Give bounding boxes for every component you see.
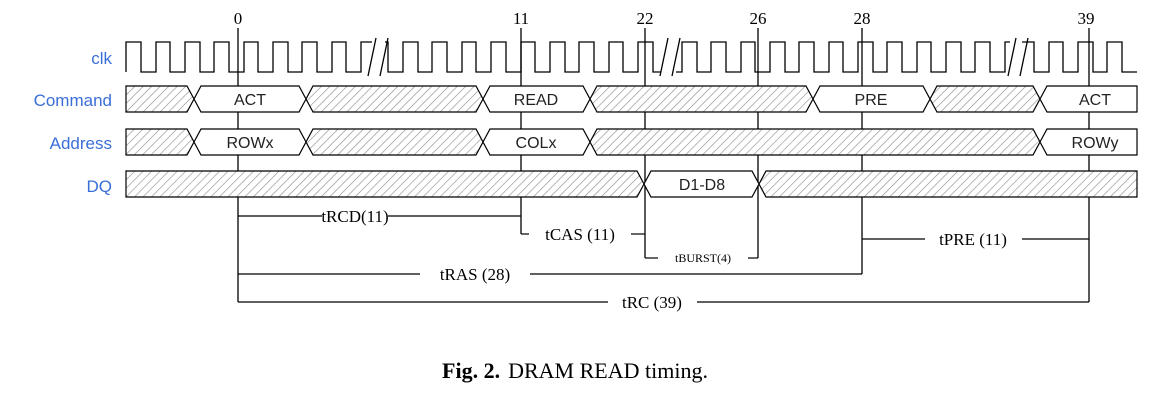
timing-diagram: clk Command Address DQ 0 11 22 26 28 39 … — [34, 9, 1138, 312]
command-dontcare-4 — [929, 85, 1041, 113]
clk-break-marks — [367, 37, 1029, 77]
figure-caption: Fig. 2. DRAM READ timing. — [0, 358, 1150, 384]
signal-label-clk: clk — [91, 49, 112, 68]
cycle-marker-22: 22 — [637, 9, 654, 28]
address-dontcare-3 — [589, 128, 1041, 156]
command-label-act2: ACT — [1079, 92, 1111, 109]
clk-break-2a — [659, 37, 669, 77]
cycle-marker-0: 0 — [234, 9, 243, 28]
clk-break-2b — [671, 37, 681, 77]
command-dontcare-3 — [589, 85, 814, 113]
dq-dontcare-2 — [758, 170, 1138, 198]
timing-label-trc: tRC (39) — [622, 293, 682, 312]
figure-caption-label: Fig. 2. — [442, 358, 501, 383]
signal-label-dq: DQ — [87, 177, 113, 196]
clk-break-3a — [1007, 37, 1017, 77]
timing-label-tpre: tPRE (11) — [939, 230, 1007, 249]
command-label-pre: PRE — [855, 92, 888, 109]
clk-break-1a — [367, 37, 377, 77]
cycle-marker-39: 39 — [1078, 9, 1095, 28]
command-label-act: ACT — [234, 92, 266, 109]
command-label-read: READ — [514, 92, 558, 109]
clk-break-3b — [1019, 37, 1029, 77]
timing-label-tcas: tCAS (11) — [545, 225, 615, 244]
timing-label-tras: tRAS (28) — [440, 265, 510, 284]
dq-label-data: D1-D8 — [679, 177, 725, 194]
dq-bus — [125, 170, 1138, 198]
address-label-rowx: ROWx — [226, 135, 273, 152]
clk-waveform — [125, 41, 1137, 73]
address-label-colx: COLx — [516, 135, 557, 152]
address-dontcare-1 — [125, 128, 195, 156]
address-bus — [125, 128, 1138, 156]
address-rowy-segment — [1039, 128, 1138, 156]
signal-label-address: Address — [50, 134, 112, 153]
address-dontcare-2 — [305, 128, 484, 156]
cycle-marker-28: 28 — [854, 9, 871, 28]
command-bus — [125, 85, 1138, 113]
command-dontcare-1 — [125, 85, 195, 113]
timing-label-trcd: tRCD(11) — [321, 207, 388, 226]
cycle-marker-26: 26 — [750, 9, 767, 28]
figure-caption-text: DRAM READ timing. — [508, 358, 708, 383]
signal-label-command: Command — [34, 91, 112, 110]
clk-break-1b — [379, 37, 389, 77]
timing-label-tburst: tBURST(4) — [675, 251, 731, 265]
timing-brackets — [238, 215, 1089, 303]
command-dontcare-2 — [305, 85, 484, 113]
address-label-rowy: ROWy — [1072, 135, 1119, 152]
cycle-marker-11: 11 — [513, 9, 529, 28]
dq-dontcare-1 — [125, 170, 645, 198]
command-act2-segment — [1039, 85, 1138, 113]
